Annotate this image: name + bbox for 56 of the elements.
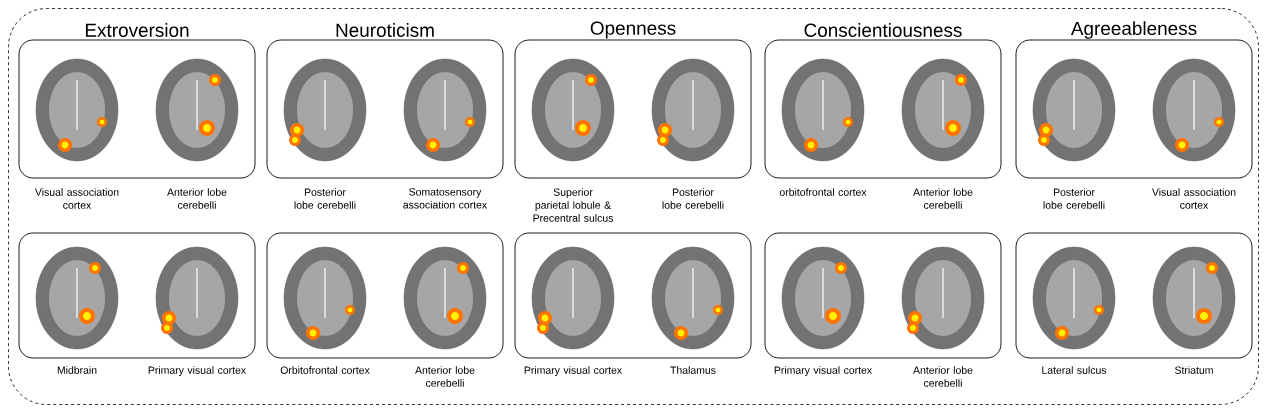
- panel-box: [514, 39, 752, 179]
- node-label: Somatosensory association cortex: [403, 188, 487, 209]
- brain-scan-drawing: [1032, 58, 1116, 162]
- brain-scan-drawing: [35, 246, 119, 350]
- node-label: Superior parietal lobule & Precentral sulcus: [533, 188, 613, 222]
- panel-box: [266, 232, 504, 359]
- brain-scan-drawing: [1032, 246, 1116, 350]
- dashed-frame: [8, 8, 1259, 405]
- brain-scan-drawing: [283, 246, 367, 350]
- panel-box: [1015, 232, 1253, 359]
- node-label: Anterior lobe cerebelli: [913, 188, 973, 209]
- brain-scan-drawing: [35, 58, 119, 162]
- brain-scan-drawing: [781, 246, 865, 350]
- node-label: Lateral sulcus: [1042, 366, 1107, 374]
- brain-scan-drawing: [901, 58, 985, 162]
- node-label: Primary visual cortex: [148, 366, 246, 376]
- brain-scan-drawing: [1152, 246, 1236, 350]
- node-label: Primary visual cortex: [524, 366, 622, 376]
- brain-scan-drawing: [155, 58, 239, 162]
- brain-scan-drawing: [403, 58, 487, 162]
- node-label: Primary visual cortex: [774, 366, 872, 376]
- brain-scan-drawing: [283, 58, 367, 162]
- node-label: Striatum: [1175, 366, 1213, 374]
- panel-box: [18, 232, 256, 359]
- brain-scan-drawing: [651, 246, 735, 350]
- brain-scan-drawing: [155, 246, 239, 350]
- panel-box: [514, 232, 752, 359]
- node-label: Posterior lobe cerebelli: [662, 188, 724, 209]
- node-label: Midbrain: [57, 366, 97, 374]
- brain-scan-drawing: [531, 58, 615, 162]
- node-label: Anterior lobe cerebelli: [167, 188, 227, 209]
- node-label: Visual association cortex: [35, 188, 119, 209]
- node-label: Thalamus: [670, 366, 716, 374]
- panel-box: [18, 39, 256, 179]
- node-label: Visual association cortex: [1152, 188, 1236, 209]
- brain-scan-drawing: [1152, 58, 1236, 162]
- panel-box: [764, 39, 1002, 179]
- column-title: Conscientiousness: [804, 23, 962, 37]
- panel-box: [764, 232, 1002, 359]
- node-label: Anterior lobe cerebelli: [913, 366, 973, 387]
- brain-scan-drawing: [651, 58, 735, 162]
- column-title: Neuroticism: [336, 23, 434, 37]
- column-title: Agreeableness: [1070, 21, 1197, 39]
- node-label: Anterior lobe cerebelli: [415, 366, 475, 387]
- panel-box: [266, 39, 504, 179]
- brain-scan-drawing: [403, 246, 487, 350]
- column-title: Openness: [590, 21, 676, 39]
- node-label: Posterior lobe cerebelli: [294, 188, 356, 209]
- brain-scan-drawing: [781, 58, 865, 162]
- panel-box: [1015, 39, 1253, 179]
- column-title: Extroversion: [85, 23, 189, 37]
- brain-scan-drawing: [901, 246, 985, 350]
- node-label: Orbitofrontal cortex: [280, 366, 370, 374]
- node-label: Posterior lobe cerebelli: [1043, 188, 1105, 209]
- brain-scan-drawing: [531, 246, 615, 350]
- node-label: orbitofrontal cortex: [779, 188, 867, 196]
